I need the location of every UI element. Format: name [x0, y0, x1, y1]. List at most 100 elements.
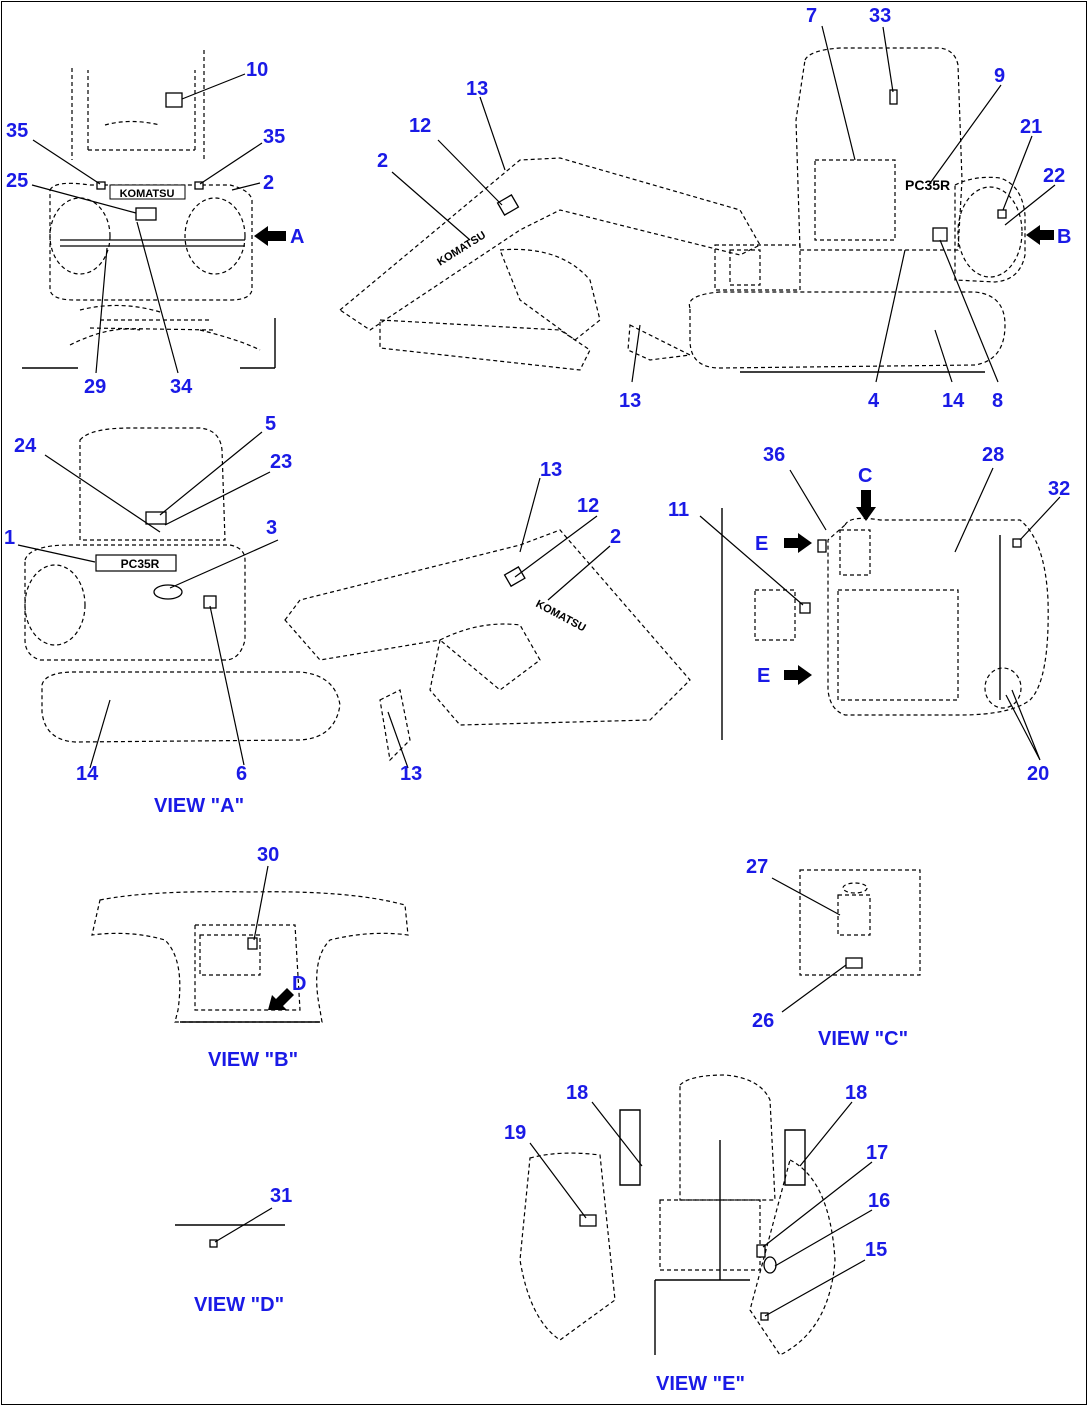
callout-7: 7 [806, 5, 817, 27]
view-c-arrow [856, 490, 876, 521]
callout-18-right: 18 [845, 1082, 867, 1104]
view-e-marker-upper: E [755, 533, 768, 555]
view-c-drawing [771, 869, 921, 1013]
callout-13-view-a-bottom: 13 [400, 763, 422, 785]
callout-18-left: 18 [566, 1082, 588, 1104]
callout-12-side: 12 [409, 115, 431, 137]
view-e-marker-lower: E [757, 665, 770, 687]
callout-11: 11 [668, 499, 689, 521]
callout-36: 36 [763, 444, 785, 466]
view-e-arrow-lower [784, 665, 812, 685]
decal-8-box [932, 227, 948, 242]
callout-32: 32 [1048, 478, 1070, 500]
view-a-model-plate [95, 554, 177, 572]
view-d-label: VIEW "D" [194, 1294, 284, 1316]
view-a-drawing: PC35R KOMATSU [17, 427, 691, 769]
decal-25-box [135, 207, 157, 221]
callout-13-side-bottom: 13 [619, 390, 641, 412]
callout-26: 26 [752, 1010, 774, 1032]
callout-13-view-a-top: 13 [540, 459, 562, 481]
callout-20: 20 [1027, 763, 1049, 785]
callout-3: 3 [266, 517, 277, 539]
callout-16: 16 [868, 1190, 890, 1212]
decal-21-box [997, 209, 1007, 219]
decal-26-box [845, 957, 863, 969]
side-model-text: PC35R [905, 177, 950, 193]
view-d-drawing [175, 1207, 285, 1248]
view-labels: VIEW "A" VIEW "B" VIEW "C" VIEW "D" VIEW… [154, 795, 908, 1395]
decal-5-box [145, 511, 167, 525]
front-brand-plate [109, 184, 186, 200]
decal-35-right-box [194, 181, 204, 190]
view-c-label: VIEW "C" [818, 1028, 908, 1050]
decal-35-left-box [96, 181, 106, 190]
view-c-marker: C [858, 465, 872, 487]
front-brand-text: KOMATSU [120, 188, 175, 200]
callout-17: 17 [866, 1142, 888, 1164]
callout-12-view-a: 12 [577, 495, 599, 517]
callout-2-front: 2 [263, 172, 274, 194]
decal-3-emblem [153, 584, 183, 600]
callout-14-view-a: 14 [76, 763, 99, 785]
callout-2-view-a: 2 [610, 526, 621, 548]
callout-numbers: 10 35 35 25 2 A 29 34 7 33 13 9 12 21 2 … [4, 5, 1071, 1261]
callout-5: 5 [265, 413, 276, 435]
decal-19-box [579, 1214, 597, 1227]
view-b-marker: B [1057, 226, 1071, 248]
callout-23: 23 [270, 451, 292, 473]
callout-35-right: 35 [263, 126, 285, 148]
view-b-drawing [91, 865, 409, 1023]
callout-2-side: 2 [377, 150, 388, 172]
view-a-model-text: PC35R [121, 557, 160, 571]
callout-35-left: 35 [6, 120, 28, 142]
view-b-arrow [1026, 225, 1054, 245]
callout-22: 22 [1043, 165, 1065, 187]
view-e-drawing [519, 1074, 873, 1356]
view-a-label: VIEW "A" [154, 795, 244, 817]
decal-31-box [209, 1239, 218, 1248]
callout-19: 19 [504, 1122, 526, 1144]
callout-6: 6 [236, 763, 247, 785]
callout-31: 31 [270, 1185, 292, 1207]
decal-17-box [756, 1244, 766, 1258]
side-brand-text: KOMATSU [435, 229, 488, 268]
view-d-marker: D [292, 973, 306, 995]
callout-25: 25 [6, 170, 28, 192]
callout-14-side: 14 [942, 390, 965, 412]
decal-10-box [165, 92, 183, 108]
callout-10: 10 [246, 59, 268, 81]
callout-9: 9 [994, 65, 1005, 87]
view-a-brand-text: KOMATSU [534, 598, 588, 634]
decal-11-box [799, 602, 811, 614]
callout-1: 1 [4, 527, 15, 549]
view-e-label: VIEW "E" [656, 1373, 745, 1395]
view-b-label: VIEW "B" [208, 1049, 298, 1071]
callout-34: 34 [170, 376, 193, 398]
callout-27: 27 [746, 856, 768, 878]
decal-30-box [247, 937, 258, 950]
view-a-marker: A [290, 226, 304, 248]
decal-12-side-box [496, 194, 520, 216]
callout-30: 30 [257, 844, 279, 866]
callout-21: 21 [1020, 116, 1042, 138]
callout-15: 15 [865, 1239, 887, 1261]
callout-8: 8 [992, 390, 1003, 412]
decal-32-box [1012, 538, 1022, 548]
view-d-arrow [268, 988, 294, 1010]
callout-29: 29 [84, 376, 106, 398]
callout-33: 33 [869, 5, 891, 27]
callout-4: 4 [868, 390, 880, 412]
view-a-arrow [254, 226, 286, 246]
cab-top-view [699, 467, 1061, 761]
decal-16-mark [763, 1256, 777, 1274]
callout-24: 24 [14, 435, 37, 457]
side-view: PC35R KOMATSU [338, 25, 1056, 383]
callout-28: 28 [982, 444, 1004, 466]
decal-36-box [817, 539, 827, 553]
decal-33-box [889, 89, 898, 105]
front-view: KOMATSU [22, 50, 286, 374]
decal-15-box [760, 1312, 769, 1321]
